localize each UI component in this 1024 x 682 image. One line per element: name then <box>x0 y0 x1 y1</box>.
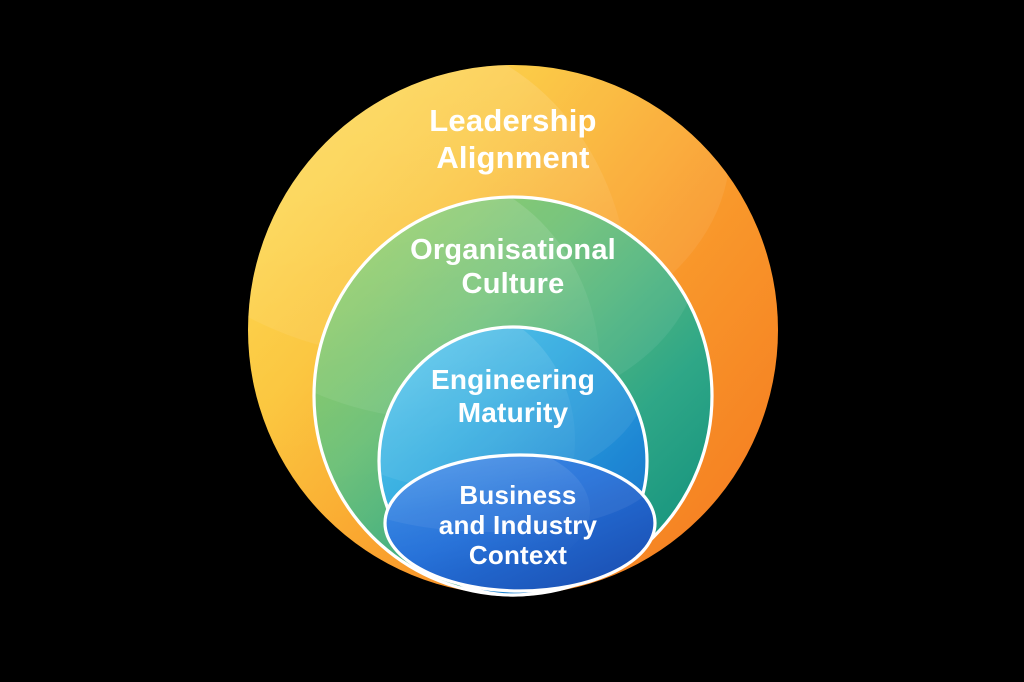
ring-business-and-industry-context[interactable] <box>320 408 660 593</box>
